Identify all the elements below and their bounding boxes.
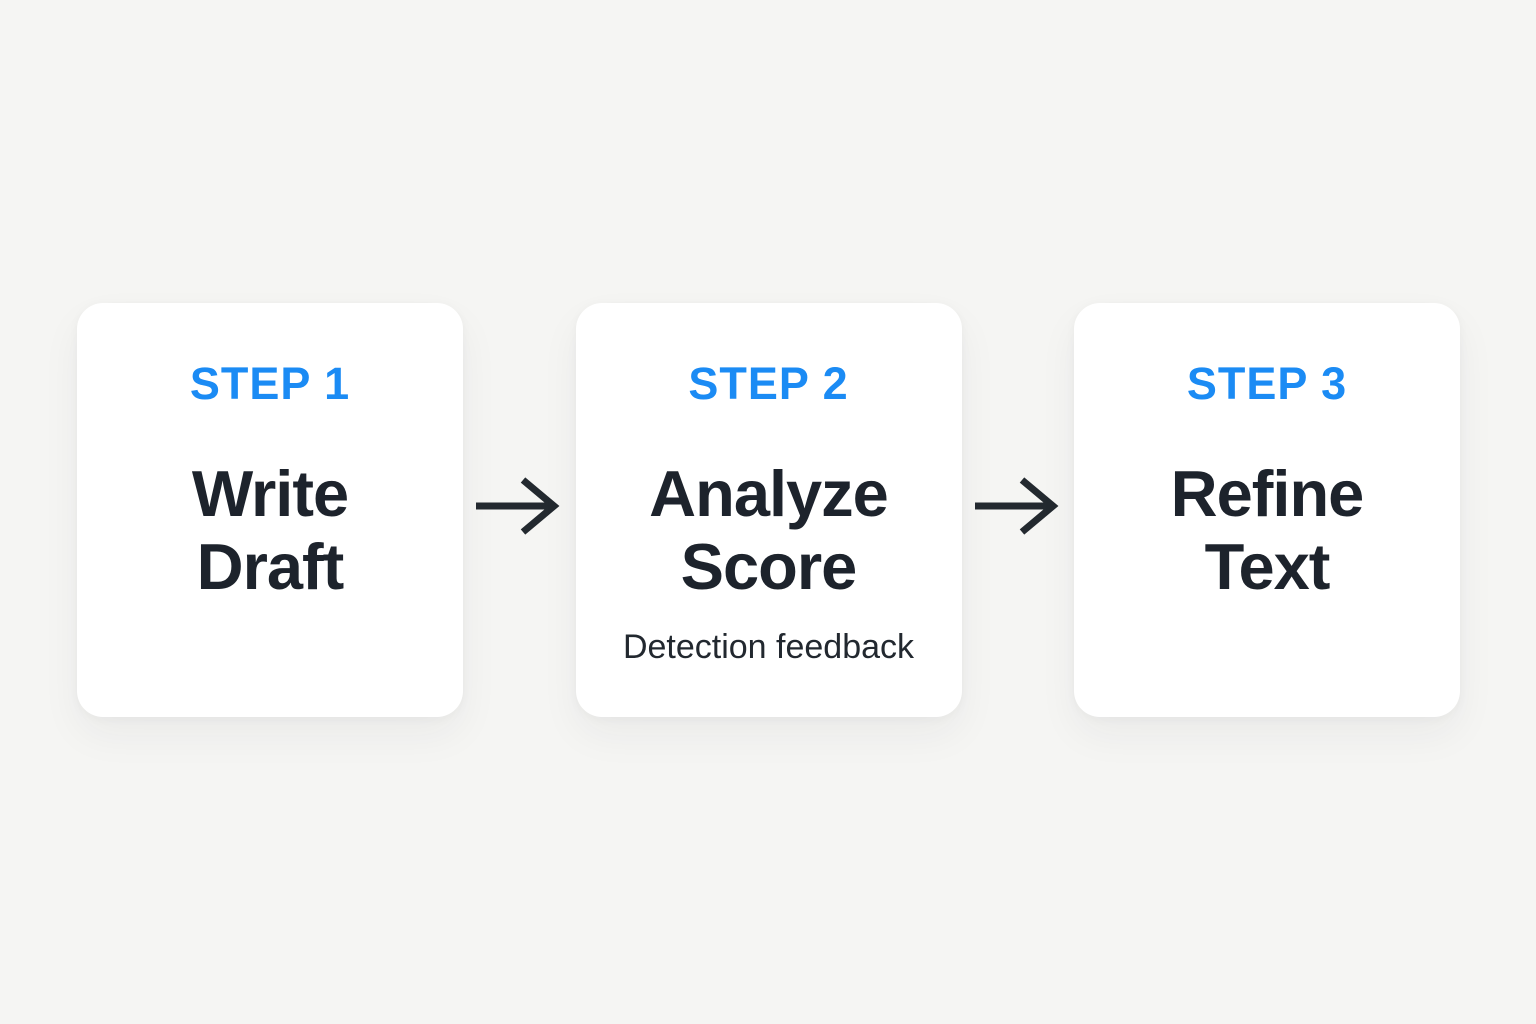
step-2-label: STEP 2: [688, 358, 849, 409]
step-card-2: STEP 2 Analyze Score Detection feedback: [575, 303, 962, 717]
step-3-title-line-2: Text: [1204, 530, 1331, 603]
connector-1: [463, 475, 576, 537]
step-2-title-line-1: Analyze: [649, 457, 889, 530]
right-arrow-icon: [974, 477, 1059, 535]
step-3-label: STEP 3: [1186, 358, 1348, 409]
step-1-title-line-2: Draft: [196, 530, 345, 603]
step-3-title: Refine Text: [1170, 457, 1365, 603]
connector-2: [962, 475, 1075, 537]
process-flow: STEP 1 Write Draft STEP 2 Analyze Score …: [77, 303, 1460, 717]
step-1-title: Write Draft: [191, 457, 349, 603]
step-2-title-line-2: Score: [680, 530, 858, 603]
step-2-title: Analyze Score: [649, 457, 889, 603]
step-card-1: STEP 1 Write Draft: [77, 303, 463, 717]
step-3-title-line-1: Refine: [1170, 457, 1365, 530]
step-1-label: STEP 1: [189, 358, 351, 409]
step-2-subtitle: Detection feedback: [622, 628, 915, 666]
right-arrow-icon: [476, 477, 560, 535]
step-card-3: STEP 3 Refine Text: [1074, 303, 1460, 717]
step-1-title-line-1: Write: [191, 457, 349, 530]
